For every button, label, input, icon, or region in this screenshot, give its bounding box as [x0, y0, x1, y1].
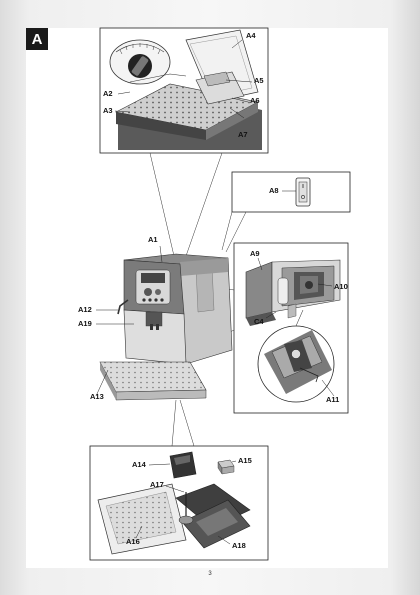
label-a15: A15	[238, 456, 252, 465]
label-a3: A3	[103, 106, 113, 115]
label-a8: A8	[269, 186, 279, 195]
label-a11: A11	[326, 395, 340, 404]
detail-box-brew-unit	[233, 242, 349, 414]
label-a13: A13	[90, 392, 104, 401]
page-number: 3	[208, 571, 212, 577]
detail-box-switch	[231, 171, 351, 213]
label-a9: A9	[250, 249, 260, 258]
label-a14: A14	[132, 460, 146, 469]
section-badge: A	[26, 28, 48, 50]
coffee-machine	[95, 245, 233, 401]
label-a7: A7	[238, 130, 248, 139]
label-a2: A2	[103, 89, 113, 98]
label-a16: A16	[126, 537, 140, 546]
label-a12: A12	[78, 305, 92, 314]
label-a5: A5	[254, 76, 264, 85]
label-a6: A6	[250, 96, 260, 105]
label-c4: C4	[254, 317, 264, 326]
label-a4: A4	[246, 31, 256, 40]
detail-box-bottom	[89, 445, 269, 561]
label-a18: A18	[232, 541, 246, 550]
label-a17: A17	[150, 480, 164, 489]
label-a1: A1	[148, 235, 158, 244]
label-a19: A19	[78, 319, 92, 328]
detail-box-top	[99, 27, 269, 154]
label-a10: A10	[334, 282, 348, 291]
